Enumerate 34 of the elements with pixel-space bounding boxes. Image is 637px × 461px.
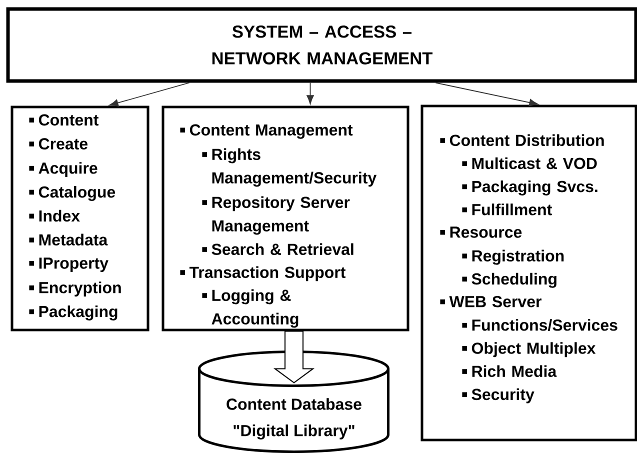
arrow xyxy=(435,82,538,106)
list-item: Scheduling xyxy=(462,272,556,288)
list-item: Rich Media xyxy=(462,365,557,377)
list-item: IProperty xyxy=(29,258,108,272)
list-item: Resource xyxy=(440,226,522,238)
list-item: Create xyxy=(29,138,88,150)
list-item: Acquire xyxy=(29,162,98,177)
list-item: Metadata xyxy=(29,234,108,246)
arrow xyxy=(109,82,190,106)
list-item: Logging & Accounting xyxy=(202,289,298,328)
list-item: Registration xyxy=(462,250,564,265)
list-item: Content Distribution xyxy=(440,134,604,146)
list-item: Repository Server Management xyxy=(202,196,350,235)
list-item: Transaction Support xyxy=(180,266,346,282)
list-item: WEB Server xyxy=(440,296,542,308)
list-item: Security xyxy=(462,388,534,404)
list-item: Encryption xyxy=(29,282,121,296)
database-label: "Digital Library" xyxy=(234,424,354,440)
arrow xyxy=(306,82,314,104)
block-arrow xyxy=(273,330,315,384)
list-item: Content Management xyxy=(180,124,353,139)
database-label: Content Database xyxy=(226,398,362,410)
list-item: Multicast & VOD xyxy=(462,157,597,170)
list-item: Object Multiplex xyxy=(462,342,596,358)
list-item: Rights Management/Security xyxy=(202,148,377,187)
list-item: Search & Retrieval xyxy=(202,243,354,255)
list-item: Catalogue xyxy=(29,186,116,201)
list-item: Packaging Svcs. xyxy=(462,180,598,196)
list-item: Packaging xyxy=(29,305,118,320)
list-item: Index xyxy=(29,210,80,222)
list-item: Content xyxy=(29,114,98,126)
list-item: Functions/Services xyxy=(462,319,618,331)
list-item: Fulfillment xyxy=(462,204,552,216)
title-box: SYSTEM – ACCESS – NETWORK MANAGEMENT xyxy=(6,7,637,83)
